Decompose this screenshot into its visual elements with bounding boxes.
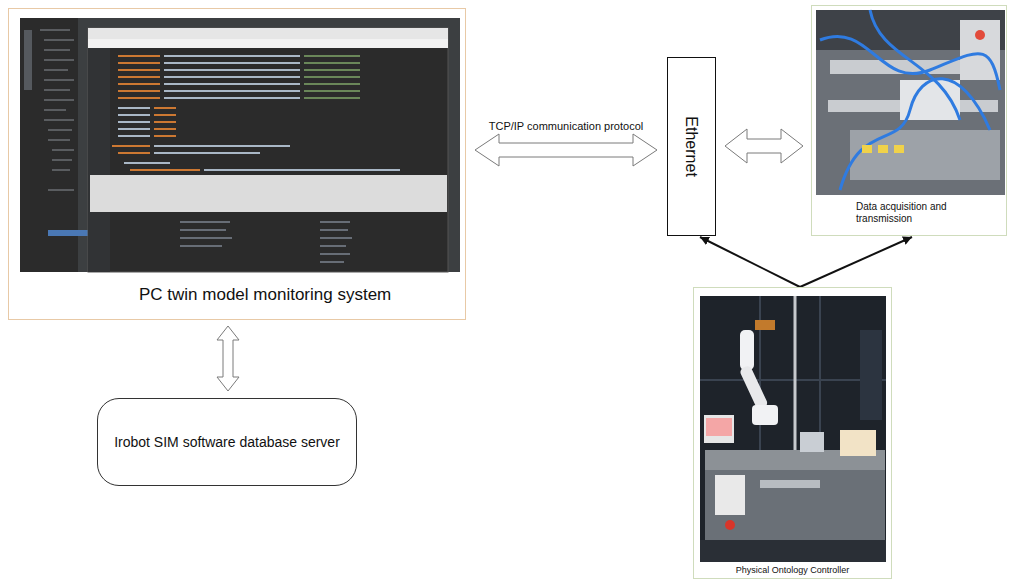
software-screenshot [20, 18, 460, 272]
monitoring-system-box: PC twin model monitoring system [8, 8, 466, 320]
controller-box: Physical Ontology Controller [693, 287, 892, 579]
double-arrow [475, 134, 657, 166]
ethernet-box: Ethernet [667, 57, 716, 236]
signal-arrow [700, 237, 800, 287]
edge-label: TCP/IP communication protocol [487, 120, 645, 132]
double-arrow [725, 129, 803, 163]
vertical-label: Ethernet [682, 116, 701, 176]
node-caption: PC twin model monitoring system [139, 285, 391, 305]
signal-arrow [800, 237, 912, 287]
node-caption: Irobot SIM software database server [114, 434, 340, 451]
data-acquisition-box: Data acquisition and transmission [811, 5, 1007, 236]
double-arrow [217, 326, 239, 391]
node-caption: Physical Ontology Controller [736, 565, 850, 576]
robot-photo [700, 296, 886, 562]
database-server-box: Irobot SIM software database server [97, 398, 357, 486]
node-caption: Data acquisition and transmission [856, 201, 981, 225]
hardware-photo [816, 10, 1005, 195]
